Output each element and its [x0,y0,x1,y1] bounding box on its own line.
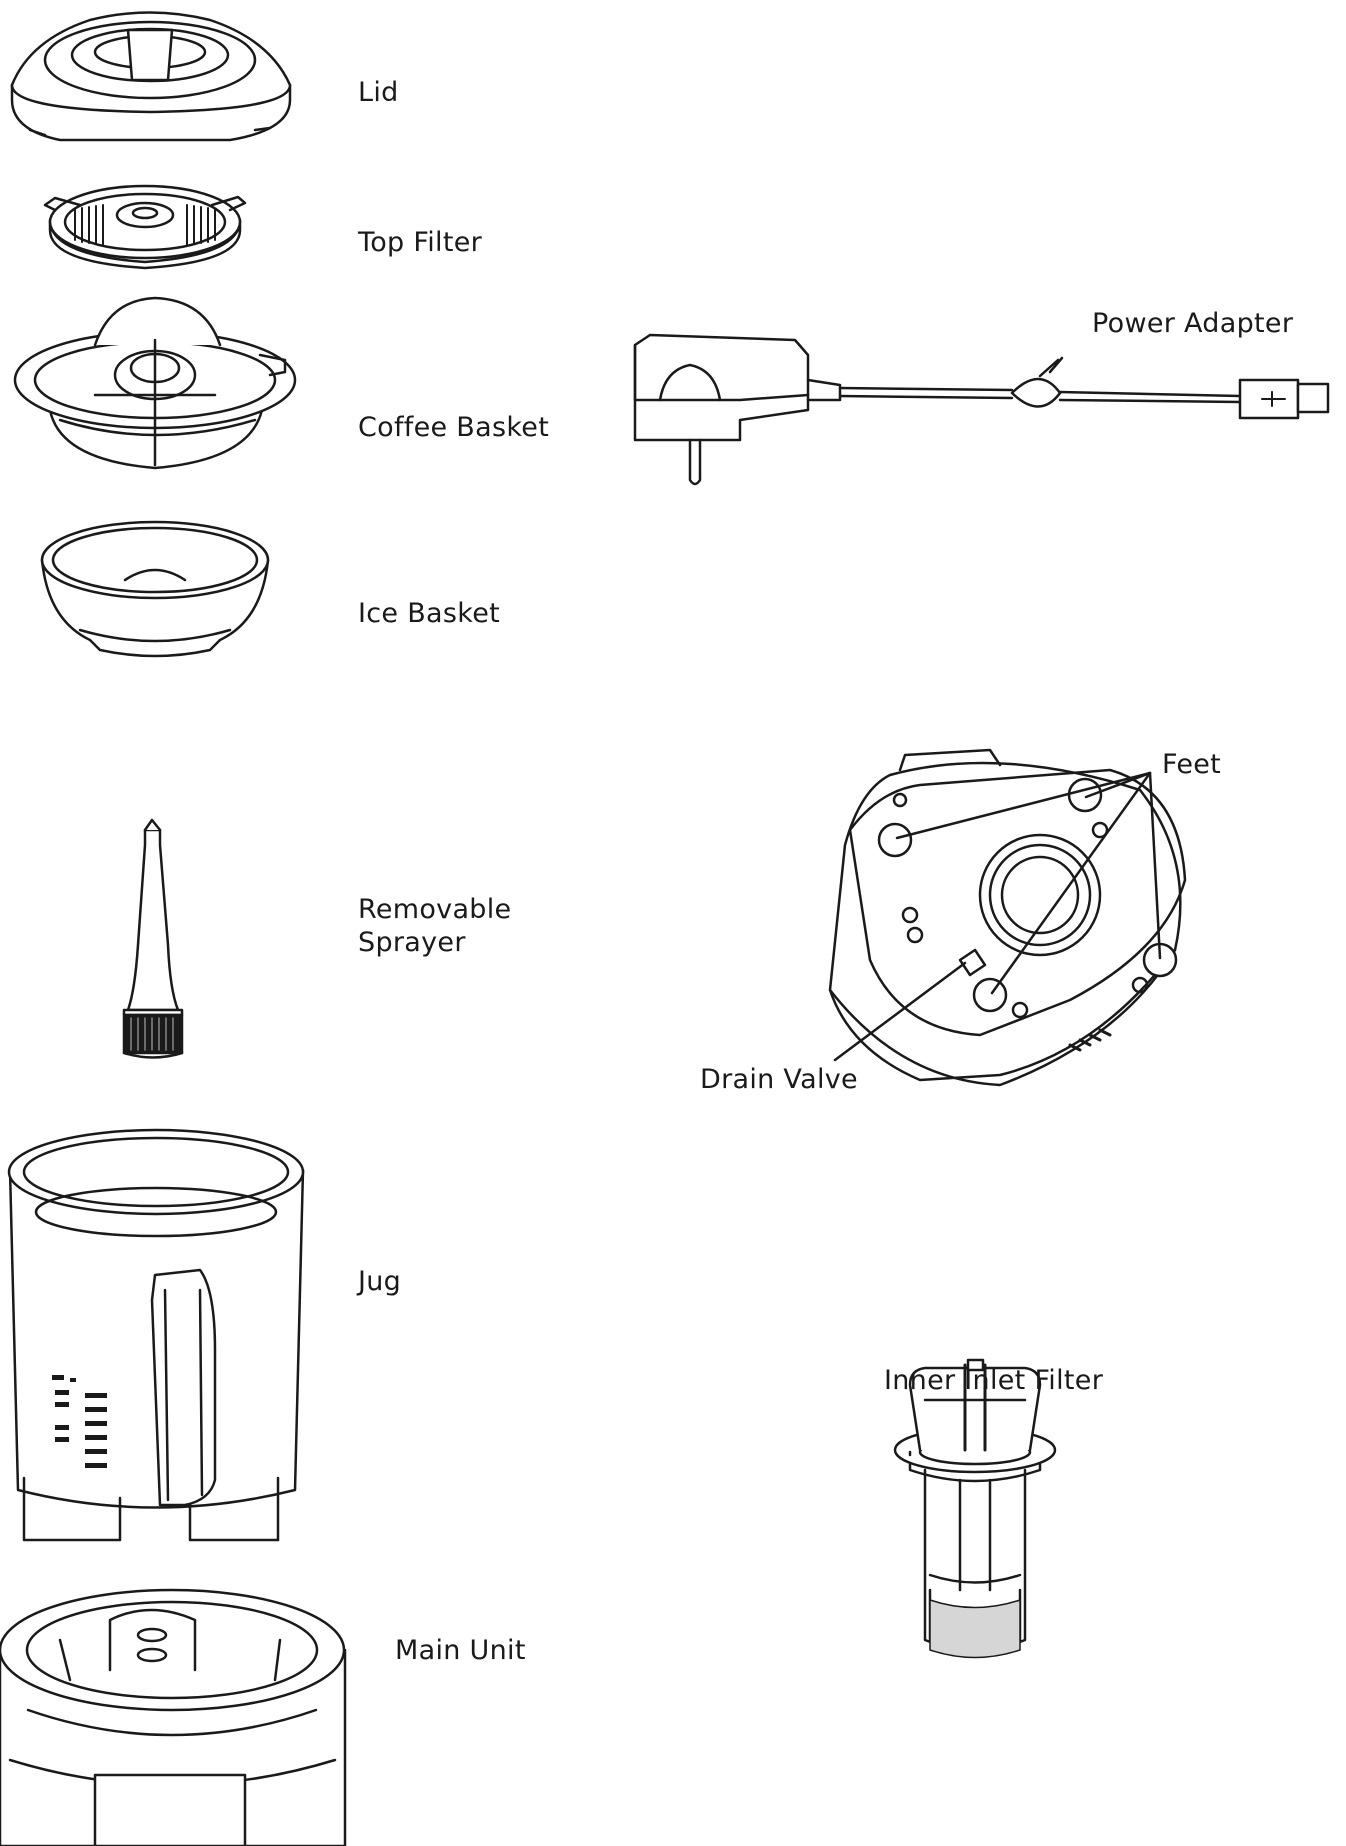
drain-valve-leader-line [833,961,967,1062]
ice-basket-illustration [40,520,270,658]
label-drain-valve: Drain Valve [700,1064,858,1095]
jug-illustration [7,1128,305,1542]
label-lid: Lid [358,77,399,108]
label-jug: Jug [358,1266,402,1297]
base-underside-illustration [828,748,1187,1087]
label-removable-sprayer: Removable Sprayer [358,893,511,959]
lid-illustration [10,11,292,142]
label-power-adapter: Power Adapter [1092,308,1294,339]
label-removable-sprayer-line2: Sprayer [358,927,466,958]
feet-leader-lines [895,771,1162,995]
label-main-unit: Main Unit [395,1635,526,1666]
top-filter-illustration [43,184,247,270]
label-coffee-basket: Coffee Basket [358,412,550,443]
label-removable-sprayer-line1: Removable [358,894,512,925]
power-adapter-illustration [633,333,1330,486]
label-inner-inlet-filter: Inner Inlet Filter [884,1365,1104,1396]
label-top-filter: Top Filter [358,227,483,258]
label-feet: Feet [1162,749,1222,780]
removable-sprayer-illustration [122,818,184,1059]
inner-inlet-filter-illustration [893,1358,1057,1659]
coffee-basket-illustration [13,296,297,470]
main-unit-illustration [0,1588,347,1846]
label-ice-basket: Ice Basket [358,598,501,629]
